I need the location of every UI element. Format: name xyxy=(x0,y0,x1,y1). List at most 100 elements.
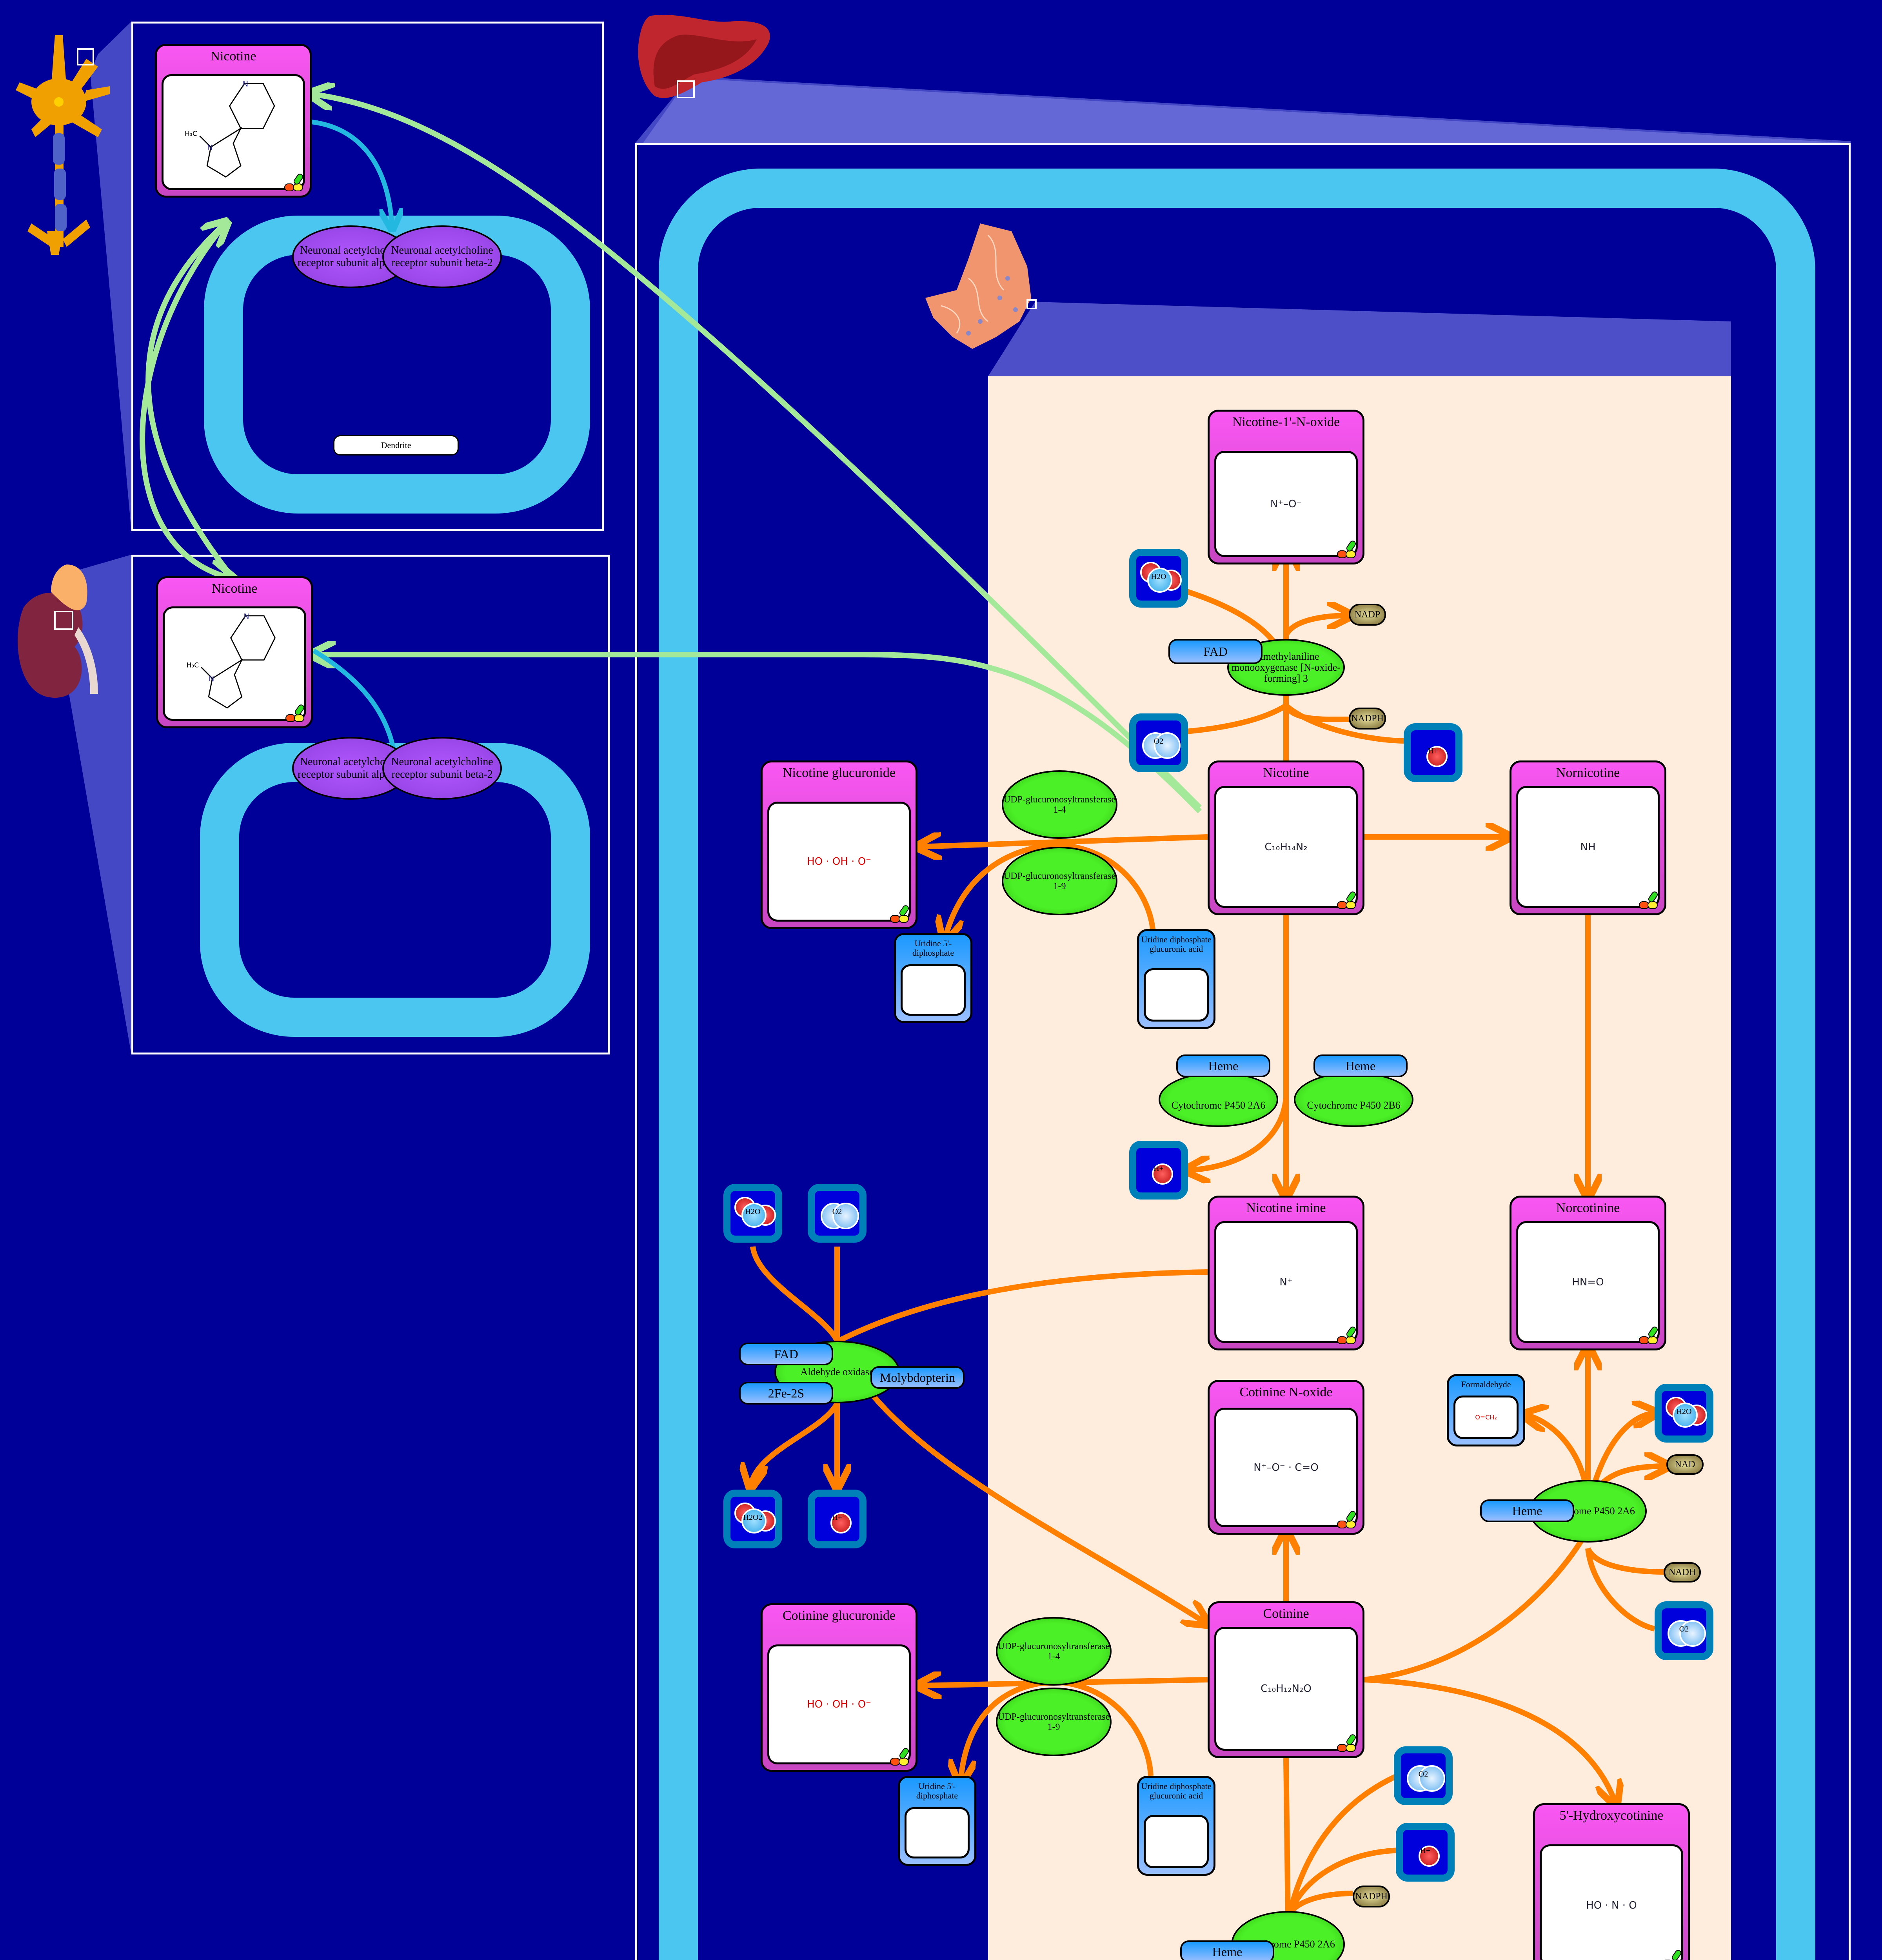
cofactor-heme-cyp2b6[interactable]: Heme xyxy=(1313,1054,1408,1077)
carrier-nad[interactable]: NAD xyxy=(1666,1454,1704,1475)
neuron-compartment xyxy=(131,22,604,531)
enzyme-ugt1-4-cotinine[interactable]: UDP-glucuronosyltransferase 1-4 xyxy=(996,1617,1112,1686)
ion-label: H+ xyxy=(1428,747,1438,755)
endoplasmic-reticulum-icon xyxy=(925,223,1037,349)
metabolite-nicotine-glucuronide[interactable]: Nicotine glucuronide HO · OH · O⁻ xyxy=(761,760,917,929)
ion-label: O2 xyxy=(1154,737,1164,746)
small-molecule-udp-2[interactable]: Uridine 5'-diphosphate xyxy=(898,1776,976,1866)
metabolite-nicotine-n-oxide[interactable]: Nicotine-1'-N-oxide N⁺–O⁻ xyxy=(1208,410,1364,564)
receptor-beta2-kidney[interactable]: Neuronal acetylcholine receptor subunit … xyxy=(382,737,502,800)
cofactor-molybdopterin[interactable]: Molybdopterin xyxy=(870,1366,965,1389)
nicotine-structure-icon: N N H₃C xyxy=(185,80,275,178)
molecule-name: Formaldehyde xyxy=(1461,1379,1511,1389)
cofactor-2fe2s[interactable]: 2Fe-2S xyxy=(739,1382,833,1405)
ion-label: H2O xyxy=(745,1207,761,1216)
carrier-nadh[interactable]: NADH xyxy=(1664,1562,1701,1583)
ion-o2-cyp2a6b[interactable]: O2 xyxy=(1655,1601,1713,1660)
transport-kidney-to-neuron xyxy=(145,223,231,578)
metabolite-5-hydroxycotinine[interactable]: 5'-Hydroxycotinine HO · N · O xyxy=(1533,1803,1690,1960)
metabolite-nicotine-imine[interactable]: Nicotine imine N⁺ xyxy=(1208,1196,1364,1350)
small-molecule-formaldehyde[interactable]: Formaldehyde O=CH₂ xyxy=(1447,1374,1525,1446)
svg-text:N: N xyxy=(209,675,214,683)
cofactor-fad-fmo3[interactable]: FAD xyxy=(1168,639,1263,664)
metabolite-nornicotine[interactable]: Nornicotine NH xyxy=(1510,760,1666,915)
cofactor-heme-cyp2a6-c[interactable]: Heme xyxy=(1180,1940,1274,1960)
drug-pill-icon xyxy=(284,174,303,191)
structure-image: HO · OH · O⁻ xyxy=(767,802,911,922)
structure-image: NH xyxy=(1516,786,1660,908)
ion-label: H2O xyxy=(1676,1407,1692,1416)
ion-hplus-cyp2a6c[interactable]: H+ xyxy=(1396,1823,1455,1882)
kidney-nicotine[interactable]: Nicotine N N H₃C xyxy=(156,576,313,728)
structure-image: N⁺ xyxy=(1214,1221,1358,1343)
transport-neuron-to-kidney xyxy=(140,221,231,578)
carrier-nadp-1[interactable]: NADP xyxy=(1349,604,1386,626)
metabolite-name: Cotinine xyxy=(1263,1606,1309,1621)
metabolite-name: Nornicotine xyxy=(1556,766,1620,780)
receptor-alpha3[interactable]: Neuronal acetylcholine receptor subunit … xyxy=(292,737,410,800)
drug-pill-icon xyxy=(1639,891,1658,909)
enzyme-cyp2a6-nicotine[interactable]: Cytochrome P450 2A6 xyxy=(1159,1072,1278,1127)
metabolite-name: Nicotine xyxy=(211,581,258,596)
ion-h2o-cyp2a6b[interactable]: H2O xyxy=(1655,1384,1713,1443)
ion-o2-aox[interactable]: O2 xyxy=(808,1184,867,1243)
liver-icon xyxy=(638,15,770,98)
structure-image xyxy=(901,964,966,1016)
ion-h2o-aox[interactable]: H2O xyxy=(723,1184,782,1243)
metabolite-name: Nicotine glucuronide xyxy=(783,766,896,780)
drug-pill-icon xyxy=(285,704,305,722)
carrier-nadph-2[interactable]: NADPH xyxy=(1353,1886,1390,1907)
ion-hplus-aox[interactable]: H+ xyxy=(808,1490,867,1548)
ion-h2o-fmo3[interactable]: H2O xyxy=(1129,549,1188,608)
drug-pill-icon xyxy=(1337,541,1356,558)
enzyme-cyp2b6[interactable]: Cytochrome P450 2B6 xyxy=(1294,1072,1413,1127)
drug-pill-icon xyxy=(1639,1327,1658,1344)
metabolite-name: Nicotine xyxy=(210,49,256,64)
ion-label: H+ xyxy=(832,1513,842,1522)
ion-o2-fmo3[interactable]: O2 xyxy=(1129,713,1188,772)
carrier-nadph-1[interactable]: NADPH xyxy=(1349,708,1386,730)
structure-image: HO · OH · O⁻ xyxy=(767,1644,911,1764)
structure-image: O=CH₂ xyxy=(1453,1396,1519,1439)
cofactor-fad-aox[interactable]: FAD xyxy=(739,1343,833,1365)
enzyme-ugt1-9-nicotine[interactable]: UDP-glucuronosyltransferase 1-9 xyxy=(1002,847,1117,915)
enzyme-ugt1-9-cotinine[interactable]: UDP-glucuronosyltransferase 1-9 xyxy=(996,1688,1112,1756)
ion-hplus-fmo3[interactable]: H+ xyxy=(1404,723,1462,782)
structure-image: C₁₀H₁₄N₂ xyxy=(1214,786,1358,908)
metabolite-cotinine-glucuronide[interactable]: Cotinine glucuronide HO · OH · O⁻ xyxy=(761,1603,917,1772)
neuron-zoom-wedge xyxy=(90,22,131,531)
nicotine-structure-icon: N N H₃C xyxy=(187,612,276,709)
structure-image xyxy=(1144,968,1209,1022)
molecule-name: Uridine diphosphate glucuronic acid xyxy=(1141,1781,1212,1800)
neuron-nicotine[interactable]: Nicotine N N H₃C xyxy=(155,44,312,198)
small-molecule-udp-1[interactable]: Uridine 5'-diphosphate xyxy=(894,933,972,1023)
structure-image: N N H₃C xyxy=(163,606,306,721)
rxn-imine-to-cotinine xyxy=(836,1269,1208,1623)
receptor-beta2-neuron[interactable]: Neuronal acetylcholine receptor subunit … xyxy=(382,225,502,288)
ion-label: H2O xyxy=(1151,572,1166,581)
hepatocyte-cell-membrane xyxy=(659,169,1815,1960)
ion-label: O2 xyxy=(1418,1770,1428,1779)
binding-nicotine-neuron xyxy=(307,119,392,227)
small-molecule-udpga-2[interactable]: Uridine diphosphate glucuronic acid xyxy=(1137,1776,1215,1876)
cofactor-heme-cyp2a6-b[interactable]: Heme xyxy=(1480,1499,1574,1522)
ion-label: H+ xyxy=(1420,1846,1430,1855)
drug-pill-icon xyxy=(1337,1327,1356,1344)
kidney-compartment xyxy=(131,555,610,1054)
metabolite-name: Cotinine N-oxide xyxy=(1239,1385,1333,1399)
svg-text:N: N xyxy=(207,143,213,152)
ion-hplus-cyp[interactable]: H+ xyxy=(1129,1141,1188,1200)
ion-label: H2O2 xyxy=(743,1513,763,1522)
cofactor-heme-cyp2a6[interactable]: Heme xyxy=(1176,1054,1270,1077)
small-molecule-udpga-1[interactable]: Uridine diphosphate glucuronic acid xyxy=(1137,929,1215,1029)
structure-image: HO · N · O xyxy=(1540,1844,1683,1960)
metabolite-nicotine[interactable]: Nicotine C₁₀H₁₄N₂ xyxy=(1208,760,1364,915)
metabolite-norcotinine[interactable]: Norcotinine HN=O xyxy=(1510,1196,1666,1350)
ion-o2-cyp2a6c[interactable]: O2 xyxy=(1394,1746,1453,1805)
metabolite-cotinine[interactable]: Cotinine C₁₀H₁₂N₂O xyxy=(1208,1601,1364,1758)
ion-h2o2-aox[interactable]: H2O2 xyxy=(723,1490,782,1548)
metabolite-cotinine-n-oxide[interactable]: Cotinine N-oxide N⁺–O⁻ · C=O xyxy=(1208,1380,1364,1535)
enzyme-ugt1-4-nicotine[interactable]: UDP-glucuronosyltransferase 1-4 xyxy=(1002,770,1117,839)
structure-image: C₁₀H₁₂N₂O xyxy=(1214,1627,1358,1751)
